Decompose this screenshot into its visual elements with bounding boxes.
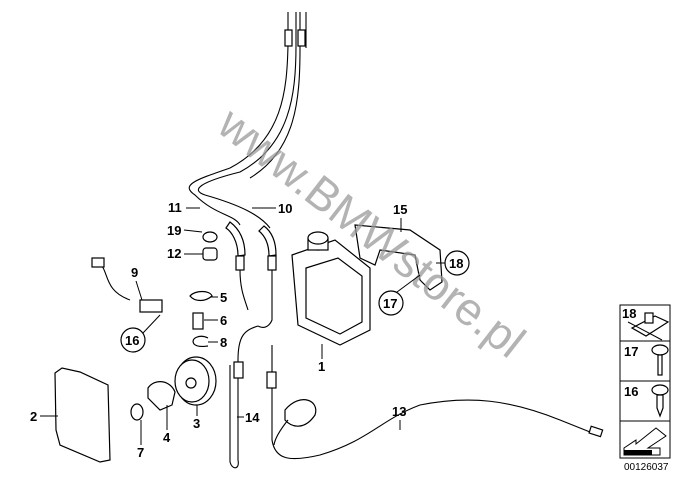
callout-18: 18 [449,256,463,271]
legend-number-17: 17 [624,344,638,359]
callout-1: 1 [318,359,325,374]
callout-6: 6 [220,313,227,328]
switch-wire-part-9 [97,261,131,301]
screw-icon [651,384,669,418]
cable-end-fitting [297,29,306,47]
housing-part-1 [291,231,371,346]
callout-13: 13 [392,404,406,419]
callout-4: 4 [163,430,171,445]
callout-5: 5 [220,290,227,305]
callout-16: 16 [125,333,139,348]
legend-number-18: 18 [622,306,636,321]
callout-12: 12 [167,246,181,261]
callout-8: 8 [220,335,227,350]
callout-2: 2 [30,409,37,424]
callout-19: 19 [167,223,181,238]
callout-7: 7 [137,445,144,460]
cap-part-12 [202,247,218,261]
fastener-legend: 18 17 16 00126037 [619,304,671,473]
plug-part-19 [202,231,218,243]
clip-nut-icon [627,312,670,341]
callout-10: 10 [278,201,292,216]
diagram-code: 00126037 [624,462,669,473]
connector [91,257,105,268]
callout-17: 17 [383,296,397,311]
pulley-part-3 [174,356,217,406]
callout-11: 11 [168,200,182,215]
cables [188,12,604,469]
bracket-part-15 [354,224,443,291]
lever-part-4 [147,381,176,411]
arrow-icon [623,427,667,456]
clip-part-5 [189,290,213,302]
callout-15: 15 [393,202,407,217]
callout-3: 3 [193,416,200,431]
callout-14: 14 [245,410,260,425]
callouts: 11 10 15 19 12 18 9 17 5 6 16 8 1 2 3 4 … [30,200,470,460]
ring-part-7 [130,403,144,421]
switch-part-9 [139,299,163,313]
watermark: www.BMWstore.pl [208,96,535,367]
callout-9: 9 [131,265,138,280]
spring-part-6 [192,312,204,330]
self-tapping-screw-icon [651,344,669,376]
circlip-part-8 [192,335,209,348]
cover-part-2 [54,367,111,463]
legend-number-16: 16 [624,384,638,399]
cable-end-fitting [284,29,293,47]
